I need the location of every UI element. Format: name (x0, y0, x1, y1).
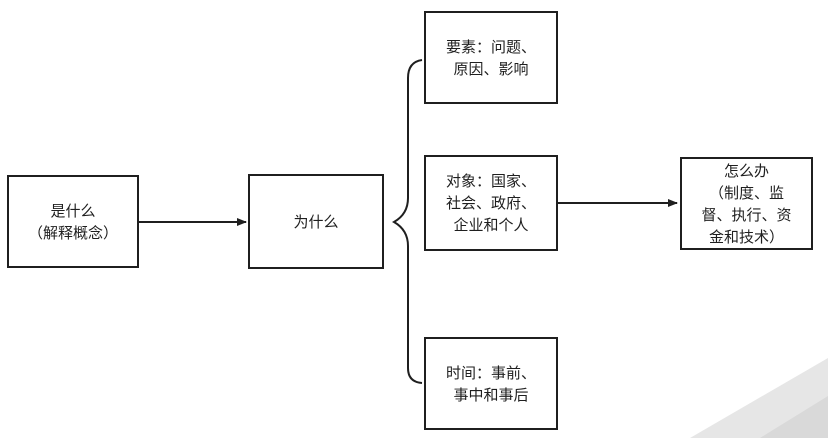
corner-shade-dark (760, 396, 828, 438)
node-what-is-it-label: 是什么 （解释概念） (27, 201, 118, 242)
node-time: 时间：事前、 事中和事后 (424, 337, 558, 430)
brace-why-branches (391, 59, 423, 384)
node-elements-label: 要素：问题、 原因、影响 (445, 37, 536, 78)
node-elements: 要素：问题、 原因、影响 (424, 11, 558, 104)
node-how-to-label: 怎么办 （制度、监 督、执行、资 金和技术） (701, 161, 792, 246)
node-what-is-it: 是什么 （解释概念） (7, 175, 139, 268)
node-objects-label: 对象：国家、 社会、政府、 企业和个人 (445, 172, 536, 234)
node-objects: 对象：国家、 社会、政府、 企业和个人 (424, 155, 558, 251)
node-time-label: 时间：事前、 事中和事后 (445, 363, 536, 404)
node-why: 为什么 (248, 174, 384, 269)
node-how-to: 怎么办 （制度、监 督、执行、资 金和技术） (680, 157, 813, 250)
node-why-label: 为什么 (293, 212, 339, 231)
